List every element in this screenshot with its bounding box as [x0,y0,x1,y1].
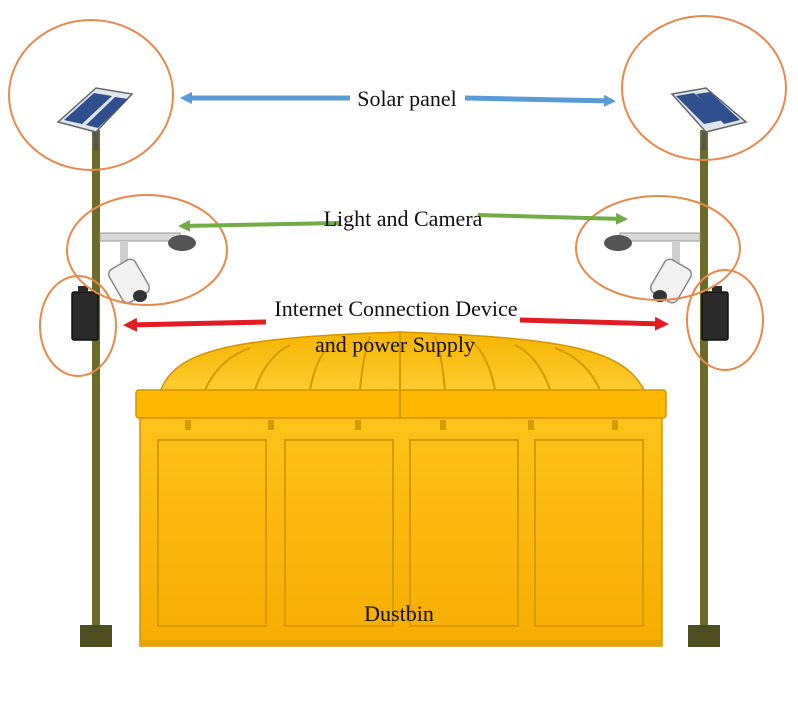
light-camera-label: Light and Camera [324,206,483,231]
dustbin [135,331,667,647]
right-internet-box [701,286,729,341]
solar-panel-label: Solar panel [357,86,457,111]
left-internet-circle [39,275,117,377]
light-arrow-left [178,219,341,232]
left-light-circle [66,194,228,306]
left-pole-base [80,625,112,647]
right-solar-panel [670,87,748,150]
internet-label-line2: and power Supply [315,332,475,357]
left-pole [92,130,100,630]
lid-ribs [204,332,601,392]
right-light-camera [604,232,701,304]
right-solar-circle [621,15,787,161]
right-pole-base [688,625,720,647]
right-internet-circle [686,269,764,371]
right-pole [700,130,708,630]
light-arrow-right [477,212,628,225]
dustbin-label: Dustbin [364,601,434,626]
internet-label-line1: Internet Connection Device [274,296,517,321]
left-solar-circle [8,19,174,171]
solar-arrow-right [464,94,616,107]
left-light-camera [99,232,196,304]
dustbin-notches [185,420,618,430]
internet-arrow-left [123,317,267,332]
right-light-circle [575,195,741,301]
left-solar-panel [56,87,134,150]
arrows [123,92,669,332]
dustbin-body [139,417,663,647]
left-internet-box [71,286,99,341]
internet-arrow-right [519,316,669,331]
left-pole-assembly [56,87,196,647]
highlight-circles [8,15,787,377]
dustbin-panels [157,439,644,627]
right-pole-assembly [604,87,748,647]
